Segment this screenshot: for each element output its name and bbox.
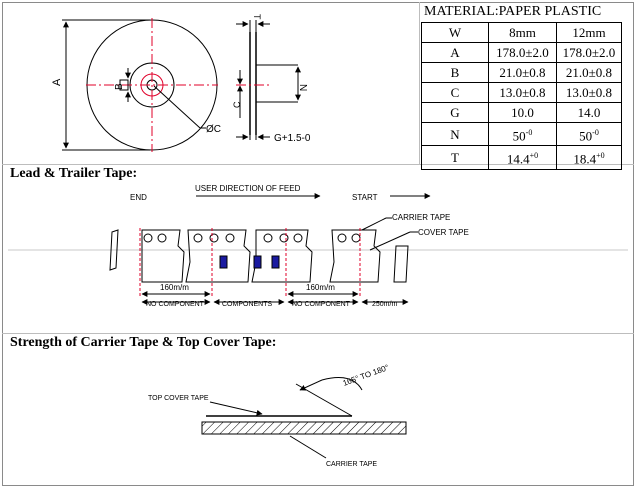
table-cell: T xyxy=(421,145,489,170)
material-title: MATERIAL:PAPER PLASTIC xyxy=(424,4,602,19)
carrier-leader-2 xyxy=(289,435,327,459)
carrier-tape-label: CARRIER TAPE xyxy=(392,213,450,222)
table-cell: 21.0±0.8 xyxy=(488,62,557,83)
superscript: +0 xyxy=(596,151,605,161)
divider-top xyxy=(2,164,634,165)
table-cell-value: 50 xyxy=(579,128,593,144)
top-cover-tape-label: TOP COVER TAPE xyxy=(148,395,209,402)
table-cell-value: 14.4 xyxy=(506,151,530,167)
table-header-cell: 8mm xyxy=(488,22,557,43)
table-row: T 14.4+0 18.4+0 xyxy=(421,145,622,170)
length-label-2: 160m/m xyxy=(306,283,335,292)
dim-a-label: A xyxy=(51,78,63,86)
sprocket-hole xyxy=(193,233,203,243)
angle-label: 165° TO 180° xyxy=(342,363,391,388)
superscript: +0 xyxy=(529,151,539,161)
peel-line xyxy=(295,383,353,417)
table-row: B 21.0±0.8 21.0±0.8 xyxy=(421,62,622,83)
dim-c-label: ØC xyxy=(206,124,221,135)
tape-segment-tail xyxy=(393,245,409,283)
table-cell: 178.0±2.0 xyxy=(556,42,622,63)
reel-drawing xyxy=(62,18,301,152)
component xyxy=(219,255,228,269)
strength-title: Strength of Carrier Tape & Top Cover Tap… xyxy=(10,335,277,350)
dim-t-label: T xyxy=(252,14,262,20)
length-label-1: 160m/m xyxy=(160,283,189,292)
angle-arrow xyxy=(299,379,323,391)
sprocket-hole xyxy=(279,233,289,243)
lead-trailer-title: Lead & Trailer Tape: xyxy=(10,166,138,181)
dim-n-label: N xyxy=(297,84,308,91)
spec-table: W 8mm 12mm A 178.0±2.0 178.0±2.0 B 21.0±… xyxy=(421,22,622,170)
sprocket-hole xyxy=(263,233,273,243)
table-cell: 50-0 xyxy=(556,121,622,147)
sprocket-hole xyxy=(225,233,235,243)
superscript: -0 xyxy=(592,128,599,137)
carrier-leader xyxy=(361,217,387,231)
tape-segment xyxy=(141,229,185,283)
table-row: C 13.0±0.8 13.0±0.8 xyxy=(421,82,622,103)
table-row: N 50-0 50-0 xyxy=(421,121,622,147)
divider-vertical xyxy=(419,2,420,164)
lead-trailer-diagram xyxy=(8,193,628,305)
sprocket-hole xyxy=(337,233,347,243)
sprocket-hole xyxy=(209,233,219,243)
segment-label: NO COMPONENT xyxy=(292,301,351,308)
segment-label: COMPONENTS xyxy=(222,301,273,308)
reel-key-slot xyxy=(119,79,129,91)
dim-b-label: B xyxy=(114,83,125,90)
tape-segment xyxy=(329,229,381,283)
tape-segment xyxy=(185,229,251,283)
sprocket-hole xyxy=(143,233,153,243)
component xyxy=(253,255,262,269)
table-cell: 14.4+0 xyxy=(488,145,557,170)
dim-c-leader xyxy=(153,85,201,129)
superscript: -0 xyxy=(525,128,533,137)
table-cell: N xyxy=(421,121,489,147)
table-cell-value: 18.4 xyxy=(573,151,597,167)
dim-g-label: G+1.5-0 xyxy=(274,133,311,144)
sprocket-hole xyxy=(351,233,361,243)
divider-middle xyxy=(2,333,634,334)
segment-label: 250m/m xyxy=(372,301,397,308)
table-row: A 178.0±2.0 178.0±2.0 xyxy=(421,42,622,63)
component xyxy=(271,255,280,269)
cover-leader xyxy=(369,231,411,251)
table-cell-value: 50 xyxy=(512,128,526,144)
dim-c2-label: C xyxy=(232,101,242,108)
table-header-cell: 12mm xyxy=(556,22,622,43)
table-header-row: W 8mm 12mm xyxy=(421,22,622,43)
carrier-tape-label-2: CARRIER TAPE xyxy=(326,461,377,468)
feed-direction-label: USER DIRECTION OF FEED xyxy=(195,184,301,193)
top-cover-leader xyxy=(209,401,263,416)
end-label: END xyxy=(130,193,147,202)
sprocket-hole xyxy=(157,233,167,243)
start-label: START xyxy=(352,193,378,202)
table-cell: 18.4+0 xyxy=(556,145,622,170)
cover-tape-label: COVER TAPE xyxy=(418,228,469,237)
angle-arc xyxy=(321,377,363,391)
sprocket-hole xyxy=(293,233,303,243)
table-cell: 50-0 xyxy=(488,121,557,147)
strength-diagram xyxy=(201,377,407,459)
segment-label: NO COMPONENT xyxy=(146,301,205,308)
carrier-tape-bar xyxy=(201,421,407,435)
tape-end-curl xyxy=(109,229,119,271)
